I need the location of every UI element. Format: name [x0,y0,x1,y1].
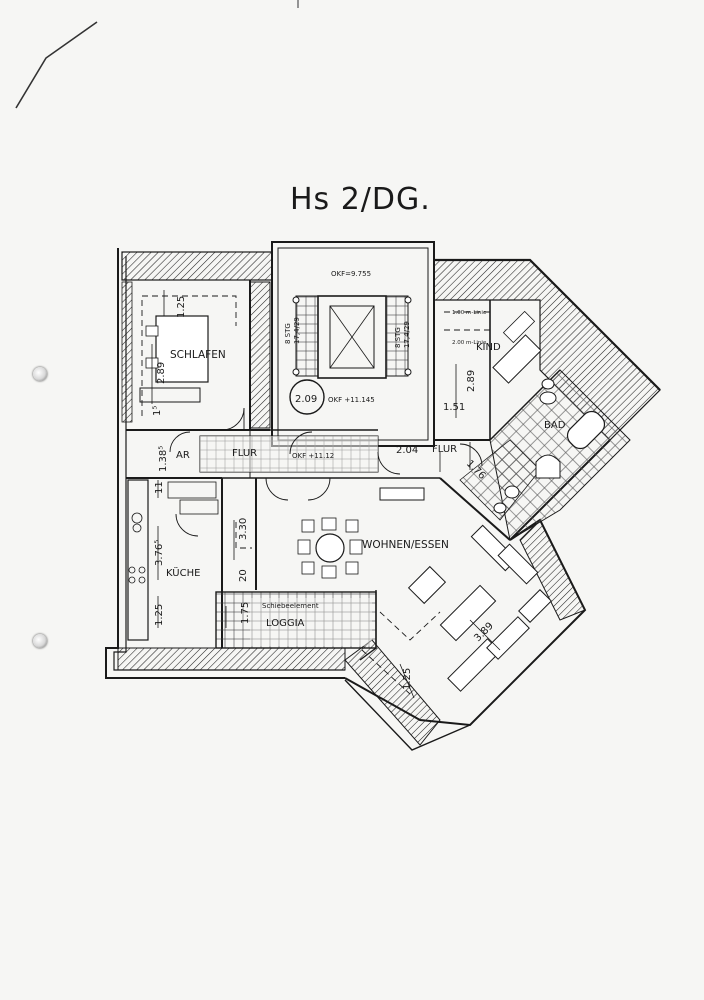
line-100-label: 1.00 m-Linie [452,310,487,316]
dim-125-kueche: 1.25 [154,604,165,626]
stair-left-steps: 8 STG [284,323,292,344]
room-label-flur-left: FLUR [232,448,257,459]
doors [169,407,483,537]
slope-lines [141,295,490,695]
room-label-kueche: KÜCHE [166,566,200,579]
stair-right-steps: 8 STG [394,327,402,348]
hatched-wall-left [249,281,271,429]
hatched-wall-outer [121,281,133,423]
dim-15: 1⁵ [152,406,163,416]
unit-number: 2.09 [295,394,317,405]
living-sofa [407,524,552,692]
unit-number-circle [289,379,325,415]
room-label-flur-right: FLUR [432,444,457,455]
dim-138: 1.38⁵ [158,446,169,472]
punch-hole-bottom [33,634,47,648]
room-label-wohnen: WOHNEN/ESSEN [362,539,449,551]
dim-20: 20 [238,569,249,582]
kind-furniture [492,310,542,384]
stair-core [289,295,412,415]
room-label-schlafen: SCHLAFEN [170,349,226,361]
okf-stair-top: OKF=9.755 [331,270,371,278]
schiebeelement-label: Schiebeelement [262,602,319,610]
plan-title: Hs 2/DG. [290,182,431,217]
dimension-lines [151,290,501,699]
line-200-label: 2.00 m-Linie [452,340,487,346]
dim-289-kind: 2.89 [466,370,477,392]
kitchen-counter [127,479,219,641]
dim-330: 3.30 [238,518,249,540]
room-label-kind: KIND [476,342,501,353]
okf-flur: OKF +11.12 [292,452,334,460]
dim-204: 2.04 [396,445,418,456]
sideboard [379,487,425,501]
punch-hole-top [33,367,47,381]
dim-289: 2.89 [156,362,167,384]
stair-right-ratio: 17,4/29 [403,321,411,348]
pencil-mark [15,21,98,109]
loggia-area [215,590,377,661]
room-label-loggia: LOGGIA [266,618,305,629]
room-label-ar: AR [176,450,190,461]
bath-fixtures [493,378,606,514]
dim-125-wohnen: 1.25 [402,668,413,690]
dim-376: 3.76⁵ [154,540,165,566]
stair-left-ratio: 17,4/29 [293,317,301,344]
room-label-bad: BAD [544,420,566,431]
dim-11: 11 [154,481,165,494]
dim-125-top: 1.25 [176,296,187,318]
okf-stair-landing: OKF +11.145 [328,396,375,404]
dining-table [297,517,363,579]
dim-151: 1.51 [443,402,465,413]
dim-389: 3.89 [472,621,496,645]
dim-175: 1.75 [240,602,251,624]
